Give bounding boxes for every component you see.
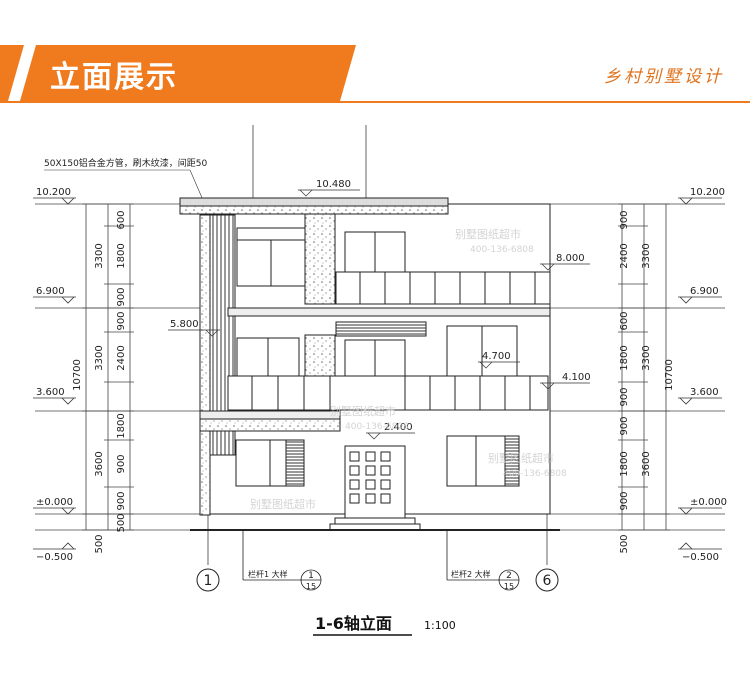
level-1-left: 3.600: [36, 387, 65, 398]
watermark-brand: 别墅图纸超市: [455, 227, 521, 241]
watermarks: 别墅图纸超市 400-136-6808 别墅图纸超市 400-136-6808 …: [250, 227, 567, 511]
level-2-left: 6.900: [36, 286, 65, 297]
level-terrace: 8.000: [556, 253, 585, 264]
dim-label: 900: [619, 491, 630, 510]
dim-label: 1800: [619, 451, 630, 476]
dim-label: 2400: [619, 243, 630, 268]
dim-label: 500: [619, 534, 630, 553]
watermark-phone: 400-136-6808: [470, 245, 534, 255]
page-subtitle: 乡村别墅设计: [604, 67, 724, 87]
dim-label: 900: [116, 491, 127, 510]
level-roof-left: 10.200: [36, 187, 71, 198]
dim-label: 1800: [116, 413, 127, 438]
left-dimensions: [82, 203, 134, 531]
detail-2-num: 2: [506, 571, 512, 581]
level-roof-right: 10.200: [690, 187, 725, 198]
dim-label: 900: [116, 287, 127, 306]
story-dim-label: 3300: [641, 345, 652, 370]
level-ground-right: ±0.000: [690, 497, 727, 508]
dim-label: 900: [619, 416, 630, 435]
building-elevation: [179, 125, 560, 565]
level-entry: 2.400: [384, 422, 413, 433]
railing-1-label: 栏杆1 大样: [248, 569, 288, 579]
left-dim-labels: 600 1800 900 900 2400 1800 900 900 500 3…: [72, 210, 127, 553]
level-1-right: 3.600: [690, 387, 719, 398]
level-top: 10.480: [316, 179, 351, 190]
title-banner: [0, 45, 356, 101]
story-dim-label: 3300: [94, 345, 105, 370]
story-dim-label: 3300: [641, 243, 652, 268]
story-dim-label: 3600: [641, 451, 652, 476]
total-height-label: 10700: [664, 359, 675, 391]
level-2-right: 6.900: [690, 286, 719, 297]
story-dim-label: 3600: [94, 451, 105, 476]
dim-label: 900: [116, 311, 127, 330]
story-dim-label: 3300: [94, 243, 105, 268]
page-title: 立面展示: [50, 60, 178, 95]
level-balcony-2: 4.100: [562, 372, 591, 383]
total-height-label: 10700: [72, 359, 83, 391]
page-header: 立面展示 乡村别墅设计: [0, 0, 750, 103]
level-outdoor-right: −0.500: [682, 552, 719, 563]
header-underline: [0, 45, 750, 103]
elevation-drawing: 600 1800 900 900 2400 1800 900 900 500 3…: [33, 125, 727, 636]
right-dim-labels: 900 2400 600 1800 900 900 1800 900 500 3…: [619, 210, 675, 553]
dim-label: 2400: [116, 345, 127, 370]
level-canopy: 5.800: [170, 319, 199, 330]
railing-2-label: 栏杆2 大样: [451, 569, 491, 579]
dim-label: 1800: [116, 243, 127, 268]
right-level-markers: [678, 197, 722, 550]
detail-1-sheet: 15: [306, 582, 316, 591]
axis-label-1: 1: [204, 573, 213, 589]
detail-1-num: 1: [308, 571, 314, 581]
dim-label: 500: [116, 513, 127, 532]
dim-label: 600: [619, 311, 630, 330]
left-level-markers: [33, 197, 76, 550]
drawing-title: 1-6轴立面: [315, 614, 392, 633]
level-outdoor-left: −0.500: [36, 552, 73, 563]
dim-label: 900: [619, 210, 630, 229]
railing-detail-refs: [242, 530, 520, 591]
level-ground-left: ±0.000: [36, 497, 73, 508]
story-dim-label: 500: [94, 534, 105, 553]
dim-label: 900: [116, 454, 127, 473]
inner-level-markers: [168, 189, 590, 440]
dim-label: 600: [116, 210, 127, 229]
right-dimensions: [618, 203, 670, 531]
watermark-brand: 别墅图纸超市: [488, 451, 554, 465]
drawing-scale: 1:100: [424, 619, 456, 632]
watermark-brand: 别墅图纸超市: [330, 404, 396, 418]
axis-bubbles: [196, 568, 559, 592]
watermark-phone: 400-136-6808: [345, 422, 409, 432]
material-note: 50X150铝合金方管，刷木纹漆，间距50: [44, 157, 208, 169]
level-balcony-1: 4.700: [482, 351, 511, 362]
detail-2-sheet: 15: [504, 582, 514, 591]
watermark-brand: 别墅图纸超市: [250, 497, 316, 511]
axis-label-6: 6: [543, 573, 552, 589]
watermark-phone: 400-136-6808: [503, 469, 567, 479]
dim-label: 900: [619, 387, 630, 406]
dim-label: 1800: [619, 345, 630, 370]
